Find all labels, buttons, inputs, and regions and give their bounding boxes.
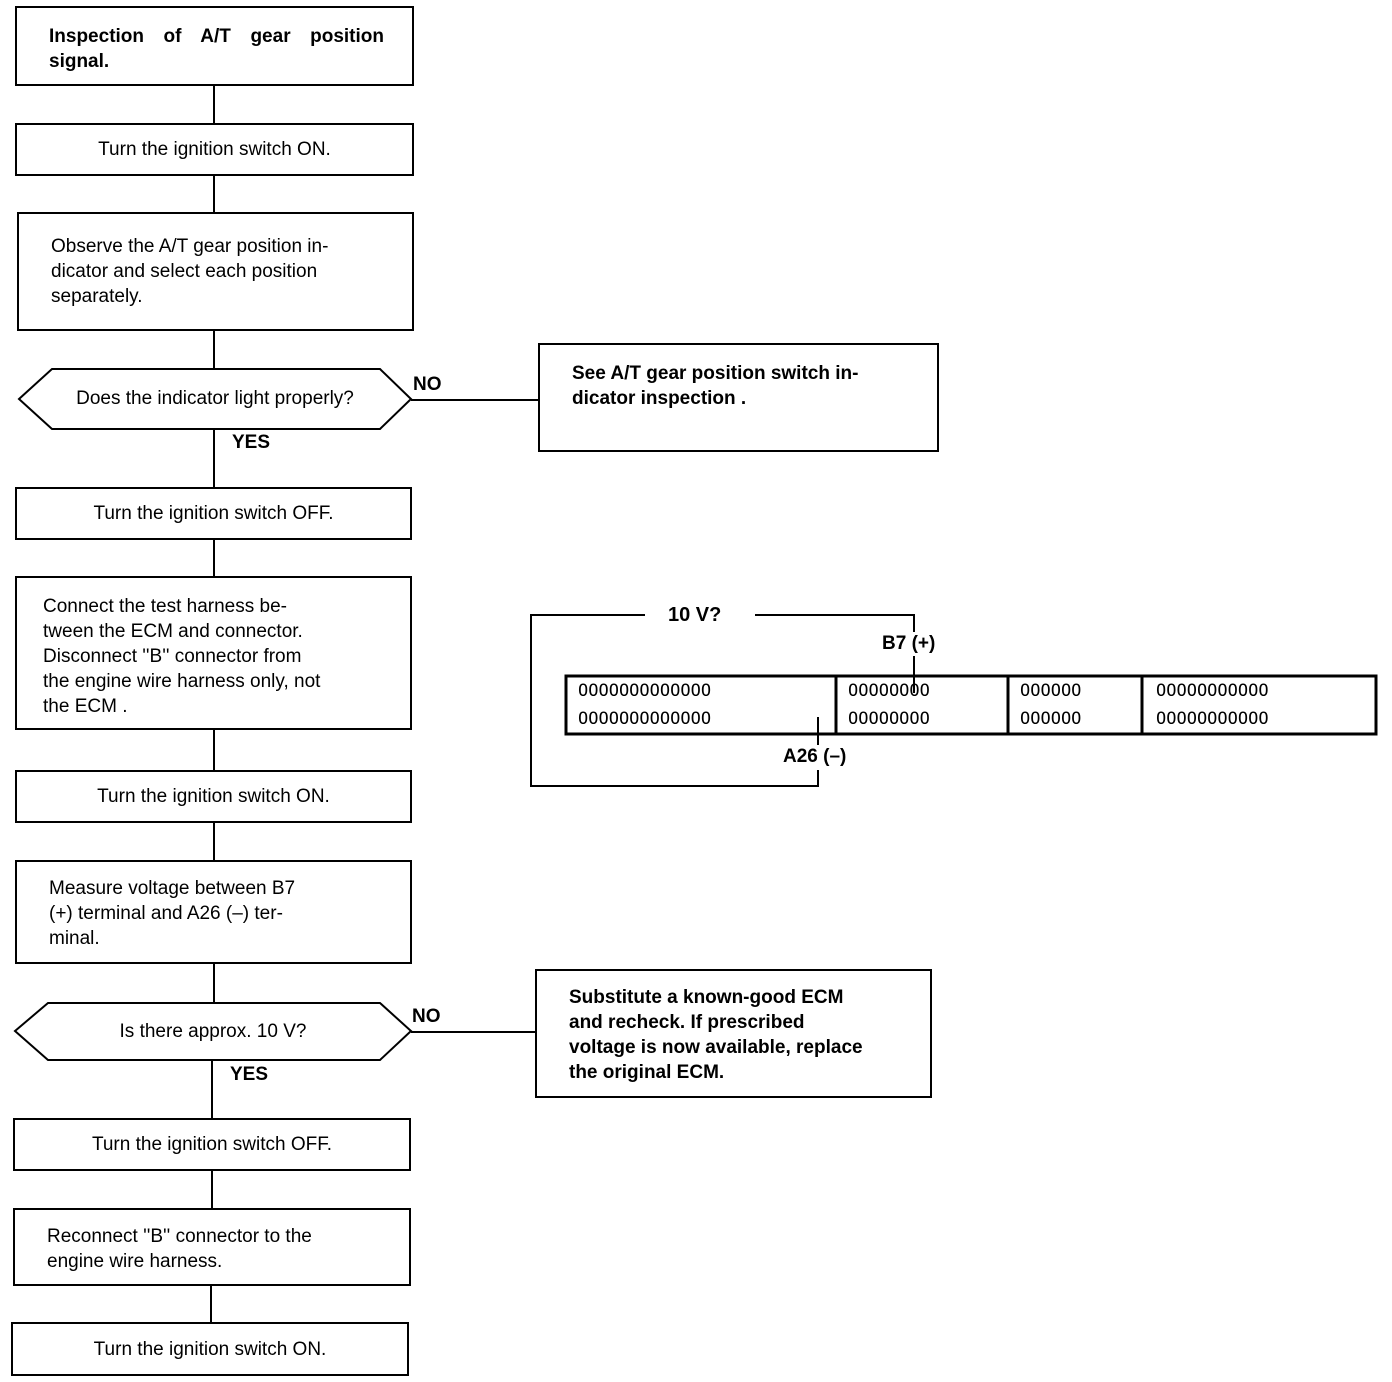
step-reconnect-connector: Reconnect ''B'' connector to the engine …: [13, 1208, 411, 1286]
connector-pins-d-row2: OOOOOOOOOOO: [1156, 709, 1269, 729]
step-ignition-off-2: Turn the ignition switch OFF.: [13, 1118, 411, 1171]
connector-line: [211, 1060, 213, 1120]
branch-label-no-2: NO: [412, 1006, 441, 1027]
connector-line: [213, 964, 215, 1004]
branch-label-no-1: NO: [413, 374, 442, 395]
decision-question-2: Is there approx. 10 V?: [119, 1020, 307, 1042]
connector-pins-c-row1: OOOOOO: [1020, 681, 1082, 701]
connector-pins-a-row2: OOOOOOOOOOOOO: [578, 709, 712, 729]
step-measure-voltage: Measure voltage between B7 (+) terminal …: [15, 860, 412, 964]
terminal-b7-label: B7 (+): [882, 633, 936, 654]
connector-pins-b-row2: OOOOOOOO: [848, 709, 930, 729]
connector-pins-b-row1: OOOOOOOO: [848, 681, 930, 701]
connector-line-no-2: [411, 1031, 536, 1033]
connector-line: [213, 176, 215, 214]
connector-pins-d-row1: OOOOOOOOOOO: [1156, 681, 1269, 701]
voltage-query-label: 10 V?: [668, 604, 722, 626]
step-ignition-off-1: Turn the ignition switch OFF.: [15, 487, 412, 540]
connector-line-no-1: [411, 399, 539, 401]
connector-line: [213, 823, 215, 861]
step-connect-test-harness: Connect the test harness be- tween the E…: [15, 576, 412, 730]
connector-line: [210, 1286, 212, 1324]
result-substitute-ecm: Substitute a known-good ECM and recheck.…: [535, 969, 932, 1098]
terminal-a26-label: A26 (–): [783, 746, 847, 767]
branch-label-yes-1: YES: [232, 432, 271, 453]
step-ignition-on-1: Turn the ignition switch ON.: [15, 123, 414, 176]
step-ignition-on-3: Turn the ignition switch ON.: [11, 1322, 409, 1376]
connector-pins-a-row1: OOOOOOOOOOOOO: [578, 681, 712, 701]
result-see-switch-inspection: See A/T gear position switch in- dicator…: [538, 343, 939, 452]
connector-pins-c-row2: OOOOOO: [1020, 709, 1082, 729]
connector-line: [213, 86, 215, 124]
step-inspection-title: Inspection of A/T gear position signal.: [15, 6, 414, 86]
connector-line: [213, 540, 215, 578]
step-observe-indicator: Observe the A/T gear position in- dicato…: [17, 212, 414, 331]
branch-label-yes-2: YES: [230, 1064, 269, 1085]
connector-line: [213, 730, 215, 772]
connector-line: [213, 429, 215, 488]
step-ignition-on-2: Turn the ignition switch ON.: [15, 770, 412, 823]
connector-line: [213, 331, 215, 369]
connector-line: [211, 1171, 213, 1210]
decision-question-1: Does the indicator light properly?: [76, 388, 354, 409]
